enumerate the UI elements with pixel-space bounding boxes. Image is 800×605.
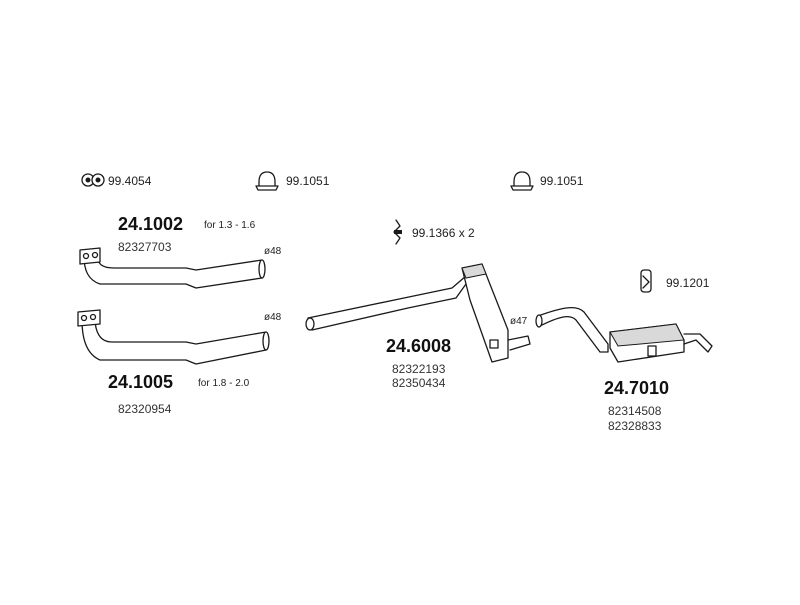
part-number-label: 24.1002 — [118, 214, 184, 234]
u-bolt-clamp-icon — [510, 171, 534, 191]
hanger-bracket-icon — [393, 219, 402, 245]
clamp-ring-icon — [81, 173, 105, 187]
hardware-code-label: 99.1051 — [540, 174, 584, 188]
oem-reference-number: 82328833 — [608, 419, 662, 433]
center-muffler-24-6008-drawing — [305, 263, 531, 363]
part-number-label: 24.1005 — [108, 372, 174, 392]
oem-reference-number: 82327703 — [118, 240, 172, 254]
hardware-code-label: 99.1366 x 2 — [412, 226, 475, 240]
part-fitment-note: for 1.8 - 2.0 — [198, 378, 250, 389]
diameter-label: ø47 — [510, 316, 528, 327]
part-number-label: 24.6008 — [386, 336, 452, 356]
front-pipe-24-1005-drawing — [77, 309, 270, 365]
rubber-mount-icon — [640, 269, 652, 293]
oem-reference-number: 82320954 — [118, 402, 172, 416]
part-number-label: 24.7010 — [604, 378, 670, 398]
hardware-code-label: 99.4054 — [108, 174, 152, 188]
u-bolt-clamp-icon — [255, 171, 279, 191]
diameter-label: ø48 — [264, 312, 282, 323]
hardware-code-label: 99.1051 — [286, 174, 330, 188]
diameter-label: ø48 — [264, 246, 282, 257]
hardware-code-label: 99.1201 — [666, 276, 710, 290]
oem-reference-number: 82314508 — [608, 404, 662, 418]
oem-reference-number: 82322193 — [392, 362, 446, 376]
oem-reference-number: 82350434 — [392, 376, 446, 390]
part-fitment-note: for 1.3 - 1.6 — [204, 220, 256, 231]
front-pipe-24-1002-drawing — [79, 247, 266, 289]
rear-silencer-24-7010-drawing — [535, 306, 713, 363]
